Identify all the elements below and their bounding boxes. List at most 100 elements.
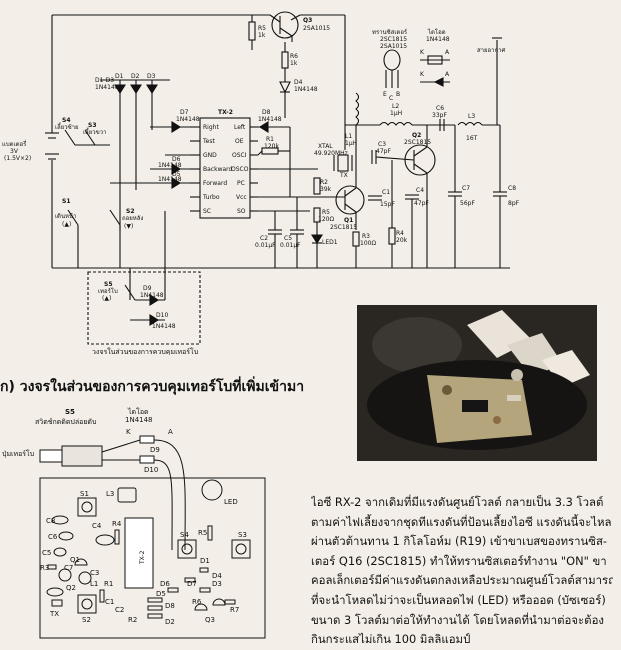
- d1d3-ref: D1-D3: [95, 77, 114, 84]
- pcb-s5-label: S5: [65, 408, 75, 416]
- ic-pin-right-3: OSCI: [232, 152, 247, 159]
- pcb-l1-label: L1: [90, 580, 98, 588]
- s5-label: เทอร์โบ: [98, 287, 118, 295]
- turbo-box-caption: วงจรในส่วนของการควบคุมเทอร์โบ: [92, 347, 198, 355]
- l3-ref: L3: [468, 113, 475, 120]
- r2-ref: R2: [320, 179, 328, 186]
- s3-label: เลี้ยวขวา: [83, 126, 106, 136]
- d7-value: 1N4148: [176, 116, 200, 123]
- battery-cells: (1.5V×2): [4, 155, 31, 162]
- l1-ref: L1: [345, 133, 352, 140]
- pcb-c3-label: C3: [90, 569, 99, 577]
- d6-value: 1N4148: [158, 162, 182, 169]
- ic-pin-right-4: OSCO: [231, 166, 249, 173]
- pcb-photo: [357, 305, 597, 461]
- transistor-pin-b: B: [396, 91, 400, 98]
- c4-value: 47pF: [414, 200, 429, 207]
- paragraph-line: ขนาด 3 โวลต์มาต่อให้ทำงานได้ โดยโหลดที่น…: [311, 612, 604, 627]
- pcb-c8-label: C8: [46, 517, 55, 525]
- d9-ref: D9: [143, 285, 152, 292]
- s5-arrow: (▲): [102, 295, 111, 302]
- d9-value: 1N4148: [140, 292, 164, 299]
- c2-value: 0.01µF: [255, 242, 276, 249]
- paragraph-line: ตามค่าไฟเลี้ยงจากชุดทีแรงดันที่ป้อนเลี้ย…: [311, 514, 612, 529]
- s4-label: เลี้ยวซ้าย: [55, 121, 79, 131]
- paragraph-line: กินกระแสไม่เกิน 100 มิลลิแอมป์: [311, 632, 471, 647]
- ic-pin-right-6: Vcc: [236, 194, 247, 201]
- pcb-l3-label: L3: [106, 490, 114, 498]
- led1-label: LED1: [322, 239, 338, 246]
- r4-value: 20k: [396, 237, 408, 244]
- r1-value: 120k: [264, 143, 279, 150]
- s1-arrow: (▲): [62, 221, 71, 228]
- antenna-label: สายอากาศ: [477, 47, 506, 54]
- d5-ref: D5: [172, 171, 181, 178]
- q1-part: 2SC1815: [330, 224, 357, 231]
- s2-label: ถอยหลัง: [122, 215, 143, 222]
- r4-ref: R4: [396, 230, 404, 237]
- transistor-pin-e: E: [383, 91, 387, 98]
- c6-ref: C6: [436, 105, 444, 112]
- pcb-s3-label: S3: [238, 531, 247, 539]
- s1-label: เดินหน้า: [55, 213, 76, 220]
- diode-legend-a2: A: [445, 71, 450, 78]
- ic-pin-right-5: PC: [237, 180, 245, 187]
- pcb-d6-label: D6: [160, 580, 170, 588]
- pcb-ic-label: TX-2: [139, 550, 146, 565]
- xtal-freq: 49.920MHz: [314, 150, 348, 157]
- s5-ref: S5: [104, 281, 113, 288]
- c5-ref: C5: [284, 235, 292, 242]
- pcb-c6-label: C6: [48, 533, 58, 541]
- diode-legend-part: 1N4148: [426, 36, 450, 43]
- l3-value: 16T: [466, 135, 478, 142]
- d1-label: D1: [115, 73, 124, 80]
- s1-ref: S1: [62, 198, 71, 205]
- ic-pin-left-1: Right: [203, 124, 219, 131]
- q3-ref: Q3: [303, 17, 312, 24]
- pcb-q1-label: Q1: [70, 556, 80, 564]
- pcb-d4-label: D4: [212, 572, 222, 580]
- c3-ref: C3: [378, 141, 386, 148]
- c7-value: 56pF: [460, 200, 475, 207]
- pcb-r4-label: R4: [112, 520, 122, 528]
- c5-value: 0.01µF: [280, 242, 301, 249]
- pcb-a-label: A: [168, 428, 173, 436]
- pcb-d2-label: D2: [165, 618, 175, 626]
- ic-pin-right-2: OE: [235, 138, 244, 145]
- pcb-r2-label: R2: [128, 616, 137, 624]
- c2-ref: C2: [260, 235, 268, 242]
- l2-value: 1µH: [390, 110, 402, 117]
- pcb-r7-label: R7: [230, 606, 239, 614]
- r5b-value: 120Ω: [318, 216, 334, 223]
- circuit-schematic: Q3 2SA1015 R5 1k R6 1k D4 1N4148 D1-D3 1…: [2, 11, 520, 355]
- diode-legend-title: ไดโอด: [427, 28, 446, 36]
- d8-ref: D8: [262, 109, 271, 116]
- pcb-d7-label: D7: [187, 580, 197, 588]
- ic-ref: TX-2: [218, 109, 233, 116]
- q2-part: 2SC1815: [404, 139, 431, 146]
- r3-value: 100Ω: [360, 240, 376, 247]
- pcb-c5-label: C5: [42, 549, 51, 557]
- pcb-tx-label: TX: [49, 610, 59, 618]
- pcb-turbo-button: ปุ่มเทอร์โบ: [2, 449, 34, 458]
- paragraph-line: ที่จะนำโหลดไม่ว่าจะเป็นหลอดไฟ (LED) หรือ…: [311, 592, 606, 607]
- s2-arrow: (▼): [124, 223, 133, 230]
- pcb-r6-label: R6: [192, 598, 202, 606]
- body-paragraph: ไอซี RX-2 จากเดิมที่มีแรงดันศูนย์โวลต์ ก…: [311, 493, 613, 650]
- pcb-d1-label: D1: [200, 557, 210, 565]
- r6-value: 1k: [290, 60, 298, 67]
- pcb-diode-label: ไดโอด: [127, 407, 149, 416]
- r2-value: 39k: [320, 186, 332, 193]
- c3-value: 47pF: [376, 148, 391, 155]
- s4-ref: S4: [62, 117, 71, 124]
- pcb-s4-label: S4: [180, 531, 189, 539]
- paragraph-line: ผ่านตัวต้านทาน 1 กิโลโอห์ม (R19) เข้าขาเ…: [311, 534, 608, 549]
- pcb-c2-label: C2: [115, 606, 124, 614]
- diode-legend-a1: A: [445, 49, 450, 56]
- d10-ref: D10: [156, 312, 168, 319]
- q1-ref: Q1: [344, 217, 353, 224]
- transistor-legend-part2: 2SA1015: [380, 43, 407, 50]
- paragraph-line: คอลเล็กเตอร์มีค่าแรงดันตกลงเหลือประมาณศู…: [311, 573, 613, 588]
- xtal-label: XTAL: [318, 143, 333, 150]
- paragraph-line: เตอร์ Q16 (2SC1815) ทำให้ทรานซิสเตอร์ทำง…: [311, 553, 607, 568]
